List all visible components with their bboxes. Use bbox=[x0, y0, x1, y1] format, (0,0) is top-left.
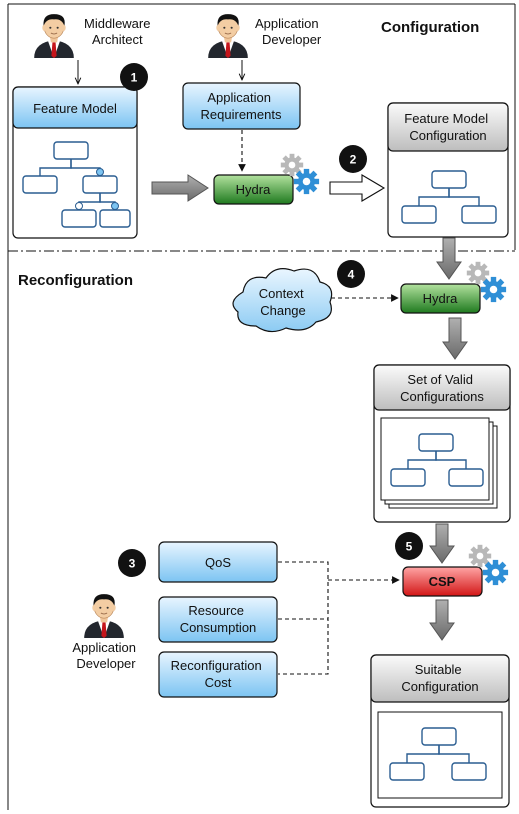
resource-consumption-box: Resource Consumption bbox=[158, 596, 278, 643]
context-change-cloud: Context Change bbox=[232, 268, 333, 333]
configuration-to-hydra-arrow bbox=[436, 237, 462, 280]
gear-icon bbox=[480, 276, 507, 303]
person-icon bbox=[33, 13, 75, 58]
criteria-to-csp-connectors bbox=[278, 561, 400, 675]
person-icon bbox=[83, 593, 125, 638]
gear-icon bbox=[482, 559, 509, 586]
reconfiguration-cost-box: Reconfiguration Cost bbox=[158, 651, 278, 698]
csp-processor: CSP bbox=[402, 566, 483, 597]
svg-text:Application Requirements: Application Requirements bbox=[201, 90, 282, 122]
person-icon bbox=[207, 13, 249, 58]
svg-text:1: 1 bbox=[131, 71, 138, 85]
valid-configurations-title: Set of Valid Configurations bbox=[400, 372, 484, 404]
step-badge: 4 bbox=[337, 260, 365, 288]
application-developer-top-label: Application Developer bbox=[255, 16, 322, 47]
step-badge: 1 bbox=[120, 63, 148, 91]
svg-text:Context Change: Context Change bbox=[259, 286, 307, 318]
hydra-processor-2: Hydra bbox=[400, 283, 481, 314]
svg-text:Hydra: Hydra bbox=[423, 291, 458, 306]
feature-model-configuration-title: Feature Model Configuration bbox=[404, 111, 491, 143]
svg-text:3: 3 bbox=[129, 557, 136, 571]
feature-model-panel: Feature Model bbox=[12, 86, 138, 239]
svg-text:CSP: CSP bbox=[429, 574, 456, 589]
svg-text:4: 4 bbox=[348, 268, 355, 282]
step-badge: 3 bbox=[118, 549, 146, 577]
svg-text:2: 2 bbox=[350, 153, 357, 167]
csp-to-suitable-arrow bbox=[429, 599, 455, 641]
hydra-processor-1: Hydra bbox=[213, 174, 294, 205]
section-title-reconfiguration: Reconfiguration bbox=[18, 272, 133, 289]
valid-configurations-panel: Set of Valid Configurations bbox=[373, 364, 511, 523]
valid-set-to-csp-arrow bbox=[429, 523, 455, 564]
application-developer-bottom-label: Application Developer bbox=[72, 640, 139, 671]
application-requirements-box: Application Requirements bbox=[182, 82, 301, 130]
hydra-to-valid-set-arrow bbox=[442, 317, 468, 360]
feature-model-configuration-panel: Feature Model Configuration bbox=[387, 102, 509, 238]
hydra-to-configuration-arrow bbox=[329, 174, 386, 202]
feature-model-to-hydra-arrow bbox=[151, 174, 209, 202]
feature-model-tree bbox=[22, 141, 131, 228]
section-title-configuration: Configuration bbox=[381, 19, 479, 36]
valid-configuration-tree bbox=[390, 433, 484, 487]
qos-box: QoS bbox=[158, 541, 278, 583]
suitable-configuration-panel: Suitable Configuration bbox=[370, 654, 510, 808]
svg-text:Resource Consumption: Resource Consumption bbox=[180, 603, 257, 635]
svg-text:Reconfiguration Cost: Reconfiguration Cost bbox=[171, 658, 266, 690]
gear-icon bbox=[293, 168, 320, 195]
svg-text:Hydra: Hydra bbox=[236, 182, 271, 197]
step-badge: 2 bbox=[339, 145, 367, 173]
feature-model-title: Feature Model bbox=[33, 101, 117, 116]
svg-text:5: 5 bbox=[406, 540, 413, 554]
configuration-tree bbox=[401, 170, 497, 224]
suitable-configuration-title: Suitable Configuration bbox=[401, 662, 478, 694]
middleware-architect-label: Middleware Architect bbox=[84, 16, 154, 47]
step-badge: 5 bbox=[395, 532, 423, 560]
suitable-configuration-tree bbox=[389, 727, 487, 781]
svg-text:QoS: QoS bbox=[205, 555, 231, 570]
